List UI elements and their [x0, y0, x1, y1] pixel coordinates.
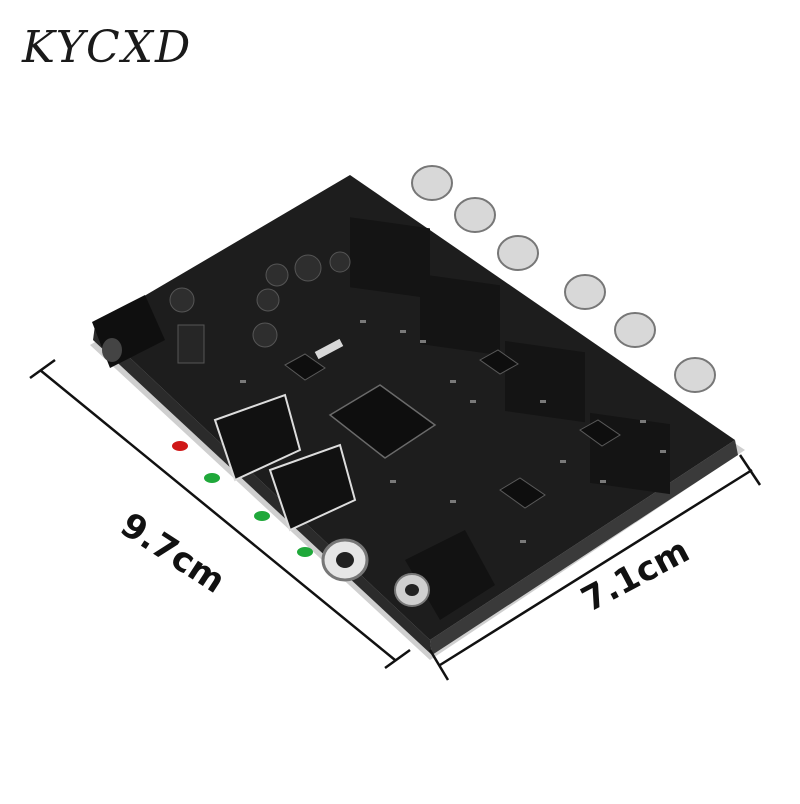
capacitor — [252, 322, 278, 348]
rca-jack — [614, 312, 656, 348]
capacitor — [329, 251, 351, 273]
pcb-edge — [430, 440, 738, 655]
led-green — [204, 473, 220, 483]
led-red — [172, 441, 188, 451]
width-dimension-line — [439, 468, 753, 667]
dsp-chip — [328, 384, 437, 459]
capacitor — [265, 263, 289, 287]
smd-components — [240, 320, 666, 543]
rca-jack-row — [350, 165, 716, 495]
rca-jack-block — [350, 217, 430, 299]
pin-header — [314, 338, 344, 360]
capacitor — [294, 254, 322, 282]
length-dimension-cap — [384, 648, 411, 670]
ic-chip — [284, 353, 326, 381]
aux-jack-hole — [405, 584, 419, 596]
length-dimension-cap — [29, 358, 56, 380]
dimension-lines — [29, 358, 762, 681]
rca-jack-block — [505, 340, 585, 423]
capacitor — [177, 324, 205, 364]
coaxial-jack-hole — [336, 552, 354, 568]
capacitor — [256, 288, 280, 312]
capacitors — [169, 251, 351, 364]
rca-jack — [411, 165, 453, 201]
width-dimension-cap — [428, 649, 450, 681]
length-dimension-line — [39, 369, 396, 661]
optical-input — [213, 393, 302, 482]
led-green — [297, 547, 313, 557]
ic-chip — [479, 349, 519, 375]
dc-jack-hole — [102, 338, 122, 362]
optical-input — [268, 443, 357, 532]
pcb-board — [95, 175, 735, 640]
led-green — [254, 511, 270, 521]
ic-chip — [499, 477, 546, 509]
rca-jack — [564, 274, 606, 310]
capacitor — [169, 287, 195, 313]
width-dimension-cap — [738, 454, 762, 486]
ic-chip — [579, 419, 621, 447]
brand-logo: KYCXD — [22, 22, 193, 73]
rca-jack — [674, 357, 716, 393]
rca-jack-block — [420, 274, 500, 356]
rca-jack — [454, 197, 496, 233]
rca-jack — [497, 235, 539, 271]
